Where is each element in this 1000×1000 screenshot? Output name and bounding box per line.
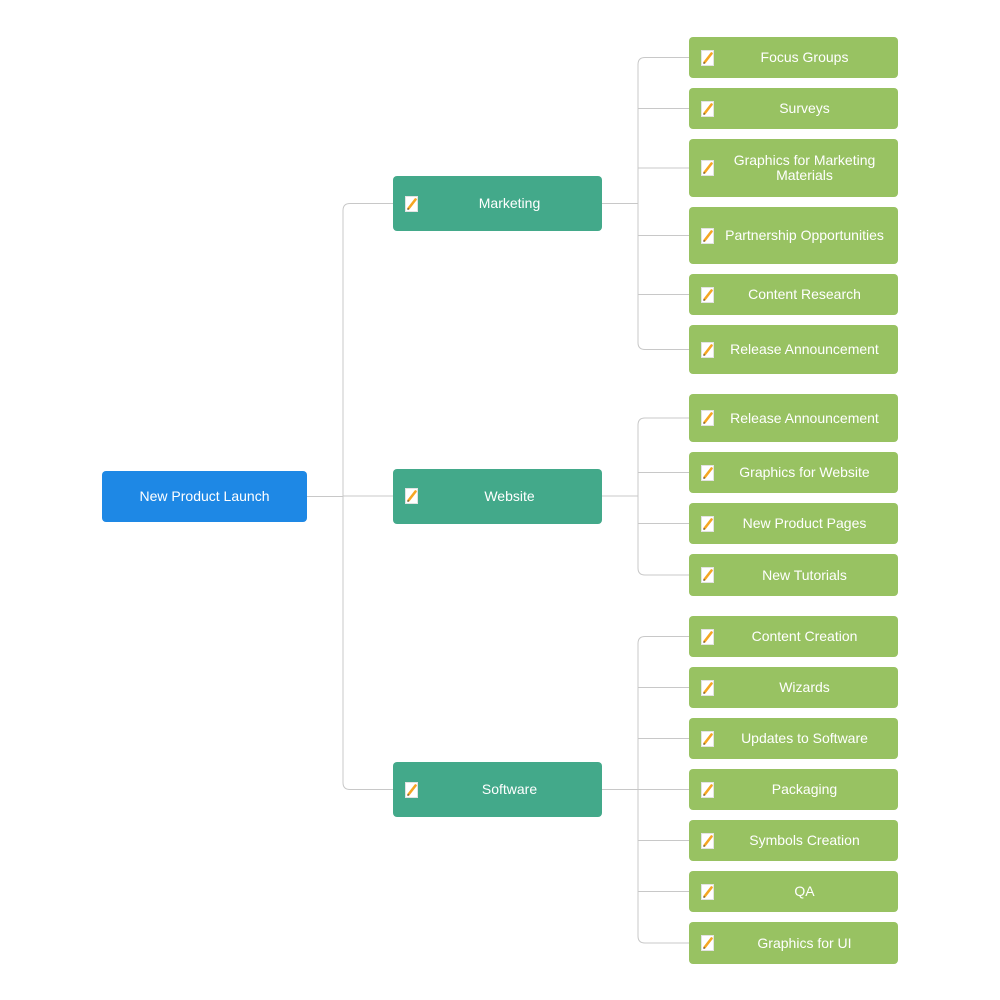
leaf-surveys[interactable]: Surveys [689, 88, 898, 129]
connector-line [637, 636, 689, 644]
leaf-symbols-creation[interactable]: Symbols Creation [689, 820, 898, 861]
leaf-graphics-for-marketing-materials[interactable]: Graphics for Marketing Materials [689, 139, 898, 197]
leaf-graphics-for-website[interactable]: Graphics for Website [689, 452, 898, 493]
note-icon [405, 781, 418, 798]
connector-line [342, 782, 393, 790]
note-icon [405, 195, 418, 212]
root-topic[interactable]: New Product Launch [102, 471, 307, 522]
leaf-graphics-for-marketing-materials-label: Graphics for Marketing Materials [733, 152, 876, 183]
note-icon [701, 515, 714, 532]
note-icon [701, 935, 714, 951]
connector-line [637, 342, 689, 350]
leaf-graphics-for-website-label: Graphics for Website [739, 464, 870, 480]
leaf-content-creation[interactable]: Content Creation [689, 616, 898, 657]
branch-software-label: Software [481, 781, 538, 797]
note-icon [701, 883, 714, 900]
connector-line [637, 417, 689, 426]
leaf-symbols-creation-label: Symbols Creation [749, 832, 860, 848]
leaf-release-announcement[interactable]: Release Announcement [689, 394, 898, 442]
note-icon [701, 100, 714, 117]
note-icon [701, 160, 714, 176]
note-icon [701, 227, 714, 244]
leaf-release-announcement-label: Release Announcement [730, 341, 879, 357]
leaf-graphics-for-ui-label: Graphics for UI [757, 934, 852, 951]
leaf-release-announcement-label: Release Announcement [730, 409, 879, 426]
leaf-content-research[interactable]: Content Research [689, 274, 898, 315]
note-icon [701, 341, 714, 358]
leaf-partnership-opportunities-label: Partnership Opportunities [725, 227, 884, 243]
branch-website-label: Website [484, 487, 535, 504]
branch-website[interactable]: Website [393, 468, 602, 524]
leaf-graphics-for-ui[interactable]: Graphics for UI [689, 922, 898, 964]
root-topic-label: New Product Launch [139, 488, 270, 504]
note-icon [701, 730, 714, 747]
branch-marketing-label: Marketing [478, 195, 541, 211]
note-icon [701, 410, 714, 426]
leaf-new-product-pages[interactable]: New Product Pages [689, 503, 898, 544]
leaf-new-tutorials[interactable]: New Tutorials [689, 554, 898, 596]
leaf-updates-to-software-label: Updates to Software [741, 730, 868, 746]
connector-line [637, 567, 689, 576]
leaf-updates-to-software[interactable]: Updates to Software [689, 718, 898, 759]
leaf-new-product-pages-label: New Product Pages [742, 515, 867, 531]
leaf-focus-groups-label: Focus Groups [760, 49, 849, 65]
leaf-content-creation-label: Content Creation [751, 628, 858, 644]
leaf-new-tutorials-label: New Tutorials [762, 566, 847, 583]
note-icon [701, 628, 714, 645]
branch-marketing[interactable]: Marketing [393, 176, 602, 231]
leaf-partnership-opportunities[interactable]: Partnership Opportunities [689, 207, 898, 264]
connector-line [342, 203, 393, 211]
note-icon [701, 679, 714, 696]
branch-software[interactable]: Software [393, 762, 602, 817]
note-icon [701, 49, 714, 66]
connector-line [637, 57, 689, 65]
connector-line [637, 935, 689, 944]
note-icon [701, 464, 714, 481]
leaf-packaging[interactable]: Packaging [689, 769, 898, 810]
leaf-focus-groups[interactable]: Focus Groups [689, 37, 898, 78]
leaf-packaging-label: Packaging [771, 781, 838, 797]
leaf-wizards-label: Wizards [779, 679, 830, 695]
leaf-release-announcement[interactable]: Release Announcement [689, 325, 898, 374]
note-icon [701, 832, 714, 849]
leaf-qa-label: QA [794, 883, 815, 899]
note-icon [701, 567, 714, 583]
leaf-content-research-label: Content Research [748, 286, 861, 302]
leaf-qa[interactable]: QA [689, 871, 898, 912]
note-icon [405, 488, 418, 504]
leaf-surveys-label: Surveys [779, 100, 830, 116]
note-icon [701, 286, 714, 303]
note-icon [701, 781, 714, 798]
leaf-wizards[interactable]: Wizards [689, 667, 898, 708]
